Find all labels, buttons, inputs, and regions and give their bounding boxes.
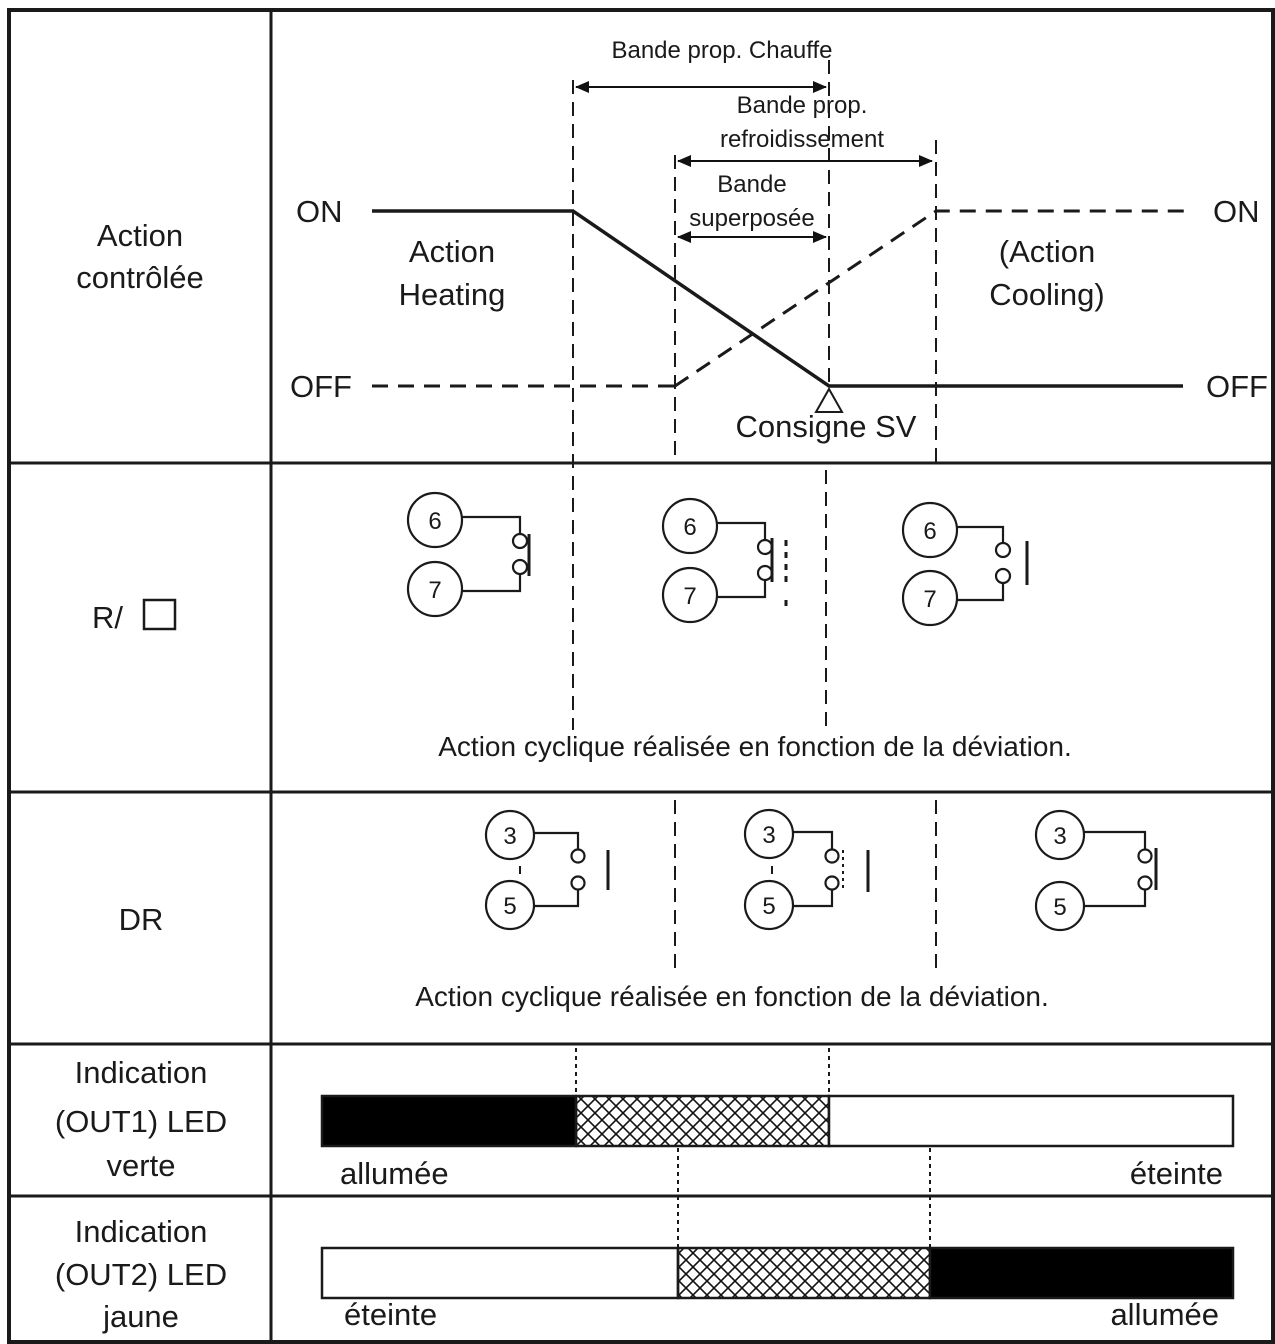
relay-terminal-7-c: 7 [923,586,936,613]
out1-right-state: éteinte [1130,1156,1223,1191]
off-label-left: OFF [290,369,352,404]
heating-curve [372,209,1183,388]
band-cool-label-line1: Bande prop. [737,92,868,119]
dr-contact-closed-right [1034,809,1158,932]
row-label-relay-text: R/ [92,600,123,635]
out2-led-bar [320,1246,1235,1300]
on-label-left: ON [296,194,343,229]
relay-terminal-7-a: 7 [428,577,441,604]
dr-terminal-3-a: 3 [503,823,516,850]
off-label-right: OFF [1206,369,1268,404]
out2-right-state: allumée [1110,1297,1219,1332]
relay-terminal-6-a: 6 [428,508,441,535]
out2-cycling-segment [676,1246,932,1300]
band-overlap-label-line1: Bande [717,171,786,198]
out1-led-bar [320,1094,1235,1148]
out2-left-state: éteinte [344,1297,437,1332]
row-label-action-line2: contrôlée [76,260,204,295]
cooling-label-line1: (Action [999,234,1095,269]
out1-on-segment [320,1094,578,1148]
on-label-right: ON [1213,194,1260,229]
dr-contact-cycling [743,808,870,931]
row-label-out2-line1: Indication [75,1214,208,1249]
row-label-out1-line1: Indication [75,1055,208,1090]
relay-contact-cycling [661,497,788,624]
dr-terminal-3-c: 3 [1053,823,1066,850]
band-cool-label-line2: refroidissement [720,126,884,153]
relay-terminal-6-c: 6 [923,518,936,545]
dr-contact-open-left [484,809,610,931]
row-label-out2-line3: jaune [102,1299,179,1334]
row-label-out1-line2: (OUT1) LED [55,1104,227,1139]
band-overlap-label-line2: superposée [689,205,814,232]
setpoint-label: Consigne SV [736,409,917,444]
relay-contact-closed [406,491,531,618]
row-label-dr: DR [119,902,164,937]
relay-terminal-7-b: 7 [683,583,696,610]
cooling-curve [674,209,1188,388]
dr-terminal-5-b: 5 [762,893,775,920]
dr-terminal-3-b: 3 [762,822,775,849]
out2-on-segment [928,1246,1235,1300]
band-heat-label: Bande prop. Chauffe [611,37,832,64]
row-label-out1-line3: verte [107,1148,176,1183]
heating-label-line2: Heating [399,277,506,312]
row-label-out2-line2: (OUT2) LED [55,1257,227,1292]
dr-terminal-5-a: 5 [503,893,516,920]
heating-label-line1: Action [409,234,495,269]
out1-left-state: allumée [340,1156,449,1191]
relay-note: Action cyclique réalisée en fonction de … [438,731,1072,762]
out2-off-segment [320,1246,680,1300]
row-label-action-line1: Action [97,218,183,253]
out1-cycling-segment [574,1094,831,1148]
dr-terminal-5-c: 5 [1053,894,1066,921]
table-grid [7,8,1275,1344]
cooling-label-line2: Cooling) [989,277,1104,312]
row-label-relay: R/ [92,598,177,635]
relay-terminal-6-b: 6 [683,514,696,541]
dr-note: Action cyclique réalisée en fonction de … [415,981,1049,1012]
guide-lines [572,60,937,1248]
relay-contact-open [901,501,1029,627]
setpoint-triangle-icon [814,386,844,413]
out1-off-segment [827,1094,1235,1148]
square-symbol [142,598,177,631]
